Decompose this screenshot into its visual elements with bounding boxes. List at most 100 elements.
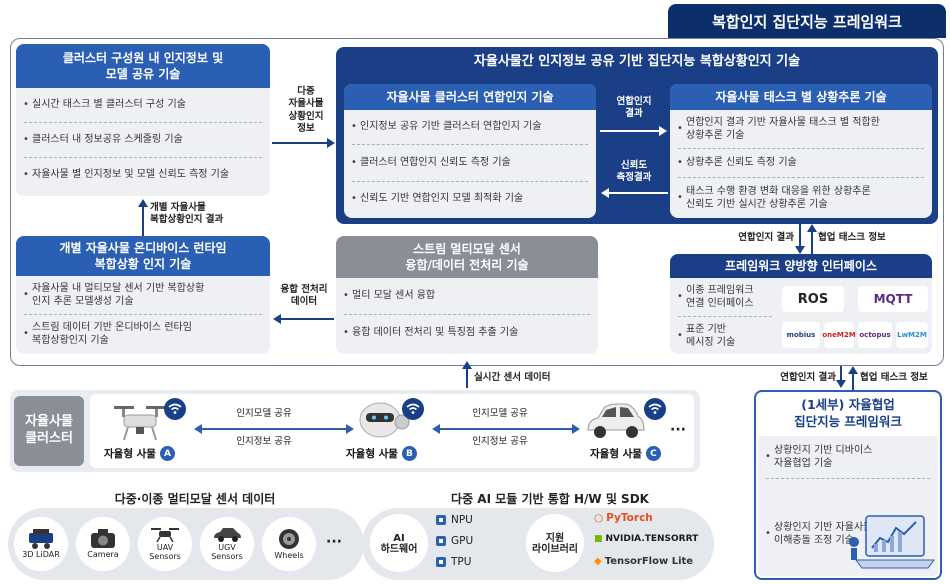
label-federated-result: 연합인지 결과 — [616, 96, 652, 120]
ondevice-card: 개별 자율사물 온디바이스 런타임 복합상황 인지 기술 자율사물 내 멀티모달… — [16, 236, 270, 354]
agent-c-text: 자율형 사물 — [590, 448, 642, 460]
agent-c-badge: C — [645, 446, 661, 461]
list-item: 스트림 데이터 기반 온디바이스 런타임 복합상황인지 기술 — [16, 315, 270, 353]
arrow-head — [807, 224, 817, 232]
arrow-head — [346, 424, 354, 434]
wifi-icon — [644, 398, 666, 420]
arrow-left-stream — [280, 318, 334, 320]
list-item: 연합인지 결과 기반 자율사물 태스크 별 적합한 상황추론 기술 — [670, 110, 932, 148]
wheel-icon — [279, 528, 299, 549]
laptop-chart-icon — [849, 515, 935, 569]
wifi-icon — [402, 398, 424, 420]
camera-icon — [91, 528, 115, 548]
arrow-head — [848, 366, 858, 374]
arrow-up-subproject — [852, 374, 854, 390]
camera-sensor: Camera — [76, 517, 130, 571]
chip-gpu: GPU — [436, 535, 473, 547]
arrow-head — [432, 424, 440, 434]
agent-c-label: 자율형 사물 C — [590, 446, 661, 461]
wheels-sensor: Wheels — [262, 517, 316, 571]
label-cluster-result: 개별 자율사물 복합상황인지 결과 — [150, 202, 224, 226]
lib-tensorrt: ■NVIDIA.TENSORRT — [594, 534, 698, 544]
lib-tflite: ◆TensorFlow Lite — [594, 556, 693, 567]
arrow-head — [327, 138, 335, 148]
list-item: 상황인지 기반 디바이스 자율협업 기술 — [758, 440, 938, 474]
arrow-head — [273, 314, 281, 324]
lwm2m-logo: LwM2M — [896, 322, 928, 348]
interface-title: 프레임워크 양방향 인터페이스 — [670, 254, 932, 278]
label-share-model-1: 인지모델 공유 — [236, 408, 292, 419]
federated-card: 자율사물 클러스터 연합인지 기술 인지정보 공유 기반 클러스터 연합인지 기… — [344, 84, 596, 218]
list-item: 인지정보 공유 기반 클러스터 연합인지 기술 — [344, 110, 596, 144]
mobius-logo: mobius — [782, 322, 820, 348]
wifi-icon — [164, 398, 186, 420]
cluster-sharing-title: 클러스터 구성원 내 인지정보 및 모델 공유 기술 — [16, 44, 270, 88]
arrow-up-left — [142, 206, 144, 236]
list-item: 융합 데이터 전처리 및 특징점 추출 기술 — [336, 315, 598, 351]
label-share-info-2: 인지정보 공유 — [472, 436, 528, 447]
lib-label: PyTorch — [606, 512, 653, 524]
stream-card: 스트림 멀티모달 센서 융합/데이터 전처리 기술 멀티 모달 센서 융합 융합… — [336, 236, 598, 354]
chip-label: TPU — [451, 556, 472, 568]
agents-ellipsis: ··· — [670, 422, 686, 438]
subproject-title: (1세부) 자율협업 집단지능 프레임워크 — [794, 397, 902, 429]
list-item: 이종 프레임워크 연결 인터페이스 — [670, 278, 932, 316]
cluster-label: 자율사물 클러스터 — [14, 396, 84, 466]
reasoning-card: 자율사물 태스크 별 상황추론 기술 연합인지 결과 기반 자율사물 태스크 별… — [670, 84, 932, 218]
chip-icon — [436, 557, 446, 567]
lib-label: TensorFlow Lite — [604, 556, 694, 567]
list-item: 자율사물 내 멀티모달 센서 기반 복합상황 인지 추론 모델생성 기술 — [16, 276, 270, 314]
label-federated-task-3: 협업 태스크 정보 — [860, 372, 928, 383]
arrow-bc — [438, 428, 572, 430]
label-reliability-result: 신뢰도 측정결과 — [616, 160, 652, 184]
chip-label: GPU — [451, 535, 474, 547]
pytorch-icon: ○ — [594, 512, 604, 524]
car-icon — [587, 403, 645, 438]
sensor-label: UGV Sensors — [211, 543, 243, 561]
agent-b-label: 자율형 사물 B — [346, 446, 417, 461]
label-fusion-data: 융합 전처리 데이터 — [280, 284, 328, 308]
library-circle: 지원 라이브러리 — [526, 514, 584, 572]
lib-pytorch: ○PyTorch — [594, 512, 653, 524]
arrow-head — [138, 199, 148, 207]
collective-intelligence-title: 자율사물간 인지정보 공유 기반 집단지능 복합상황인지 기술 — [473, 54, 801, 70]
ros-logo: ROS — [782, 286, 844, 312]
arrow-head — [572, 424, 580, 434]
ugv-sensor: UGV Sensors — [200, 517, 254, 571]
chip-icon — [436, 536, 446, 546]
list-item: 클러스터 연합인지 신뢰도 측정 기술 — [344, 145, 596, 181]
reasoning-title: 자율사물 태스크 별 상황추론 기술 — [670, 84, 932, 110]
arrow-up-sensor — [466, 368, 468, 388]
sensor-label: Wheels — [274, 550, 304, 560]
sensors-title: 다중·이종 멀티모달 센서 데이터 — [114, 492, 276, 506]
lidar-icon — [29, 528, 53, 549]
chip-label: NPU — [451, 514, 473, 526]
ai-hardware-label: AI 하드웨어 — [380, 533, 418, 555]
arrow-left-white — [608, 192, 668, 194]
label-federated-task-2: 협업 태스크 정보 — [818, 232, 886, 243]
list-item: 실시간 태스크 별 클러스터 구성 기술 — [16, 88, 270, 122]
arrow-down-subproject — [840, 366, 842, 382]
label-multi-agent-info: 다중 자율사물 상황인지 정보 — [288, 86, 324, 135]
chip-icon — [436, 515, 446, 525]
federated-title: 자율사물 클러스터 연합인지 기술 — [344, 84, 596, 110]
divider — [766, 478, 930, 479]
label-federated-result-3: 연합인지 결과 — [780, 372, 836, 383]
cluster-sharing-card: 클러스터 구성원 내 인지정보 및 모델 공유 기술 실시간 태스크 별 클러스… — [16, 44, 270, 196]
arrow-head — [795, 246, 805, 254]
ai-hardware-circle: AI 하드웨어 — [370, 514, 428, 572]
page-title: 복합인지 집단지능 프레임워크 — [668, 4, 946, 38]
chip-tpu: TPU — [436, 556, 471, 568]
sensor-label: Camera — [87, 549, 119, 559]
arrow-head — [601, 188, 609, 198]
list-item: 클러스터 내 정보공유 스케줄링 기술 — [16, 123, 270, 157]
arrow-head — [659, 126, 667, 136]
list-item: 멀티 모달 센서 융합 — [336, 278, 598, 314]
chip-npu: NPU — [436, 514, 473, 526]
agent-b-text: 자율형 사물 — [346, 448, 398, 460]
label-share-model-2: 인지모델 공유 — [472, 408, 528, 419]
uav-sensor: UAV Sensors — [138, 517, 192, 571]
onem2m-logo: oneM2M — [822, 322, 856, 348]
octopus-logo: octopus — [858, 322, 892, 348]
agent-a-badge: A — [159, 446, 175, 461]
